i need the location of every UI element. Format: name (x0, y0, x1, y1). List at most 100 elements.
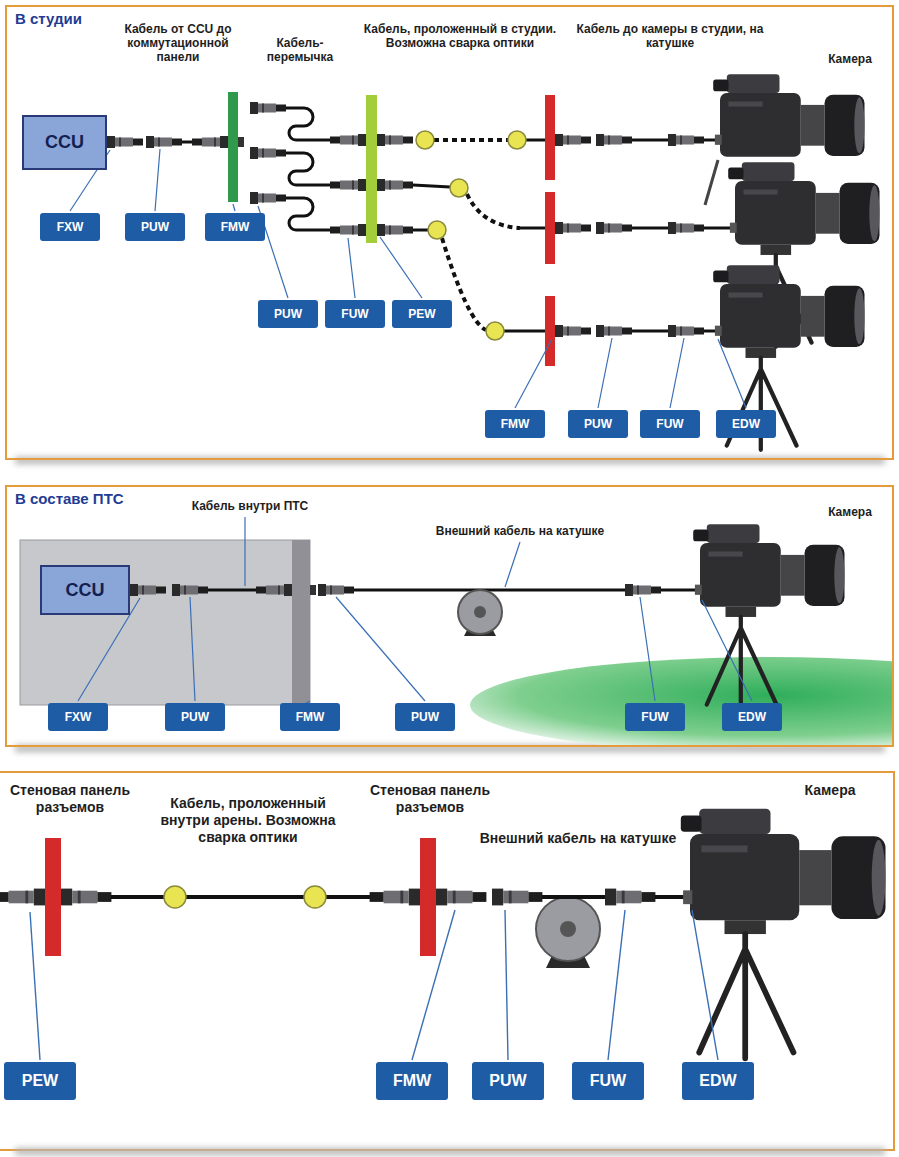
studio-cable (504, 330, 545, 333)
box-label: FMW (393, 1072, 431, 1090)
obvan-scene (310, 585, 316, 595)
box-label: PUW (489, 1072, 526, 1090)
caption-label: Кабель, проложенный внутри арены. Возмож… (148, 795, 348, 846)
obvan-scene (172, 584, 208, 596)
obvan-scene (20, 517, 899, 753)
box-label: FXW (57, 220, 84, 234)
arena-scene (0, 772, 894, 1155)
studio-scene (377, 134, 413, 146)
studio-scene (330, 134, 366, 146)
studio-scene (70, 74, 880, 449)
jumper-cables (286, 108, 332, 230)
box-label: FXW (65, 710, 92, 724)
studio-scene (250, 102, 286, 114)
camera-cable (704, 139, 716, 142)
connector-tag: FMW (376, 1062, 448, 1100)
box-label: FUW (590, 1072, 626, 1090)
connector-tag: FMW (485, 410, 545, 438)
leader-line (348, 238, 355, 298)
obvan-scene (208, 589, 262, 592)
leader-line (190, 597, 195, 701)
box-label: CCU (66, 580, 105, 601)
camera-cable (596, 222, 632, 234)
arena-scene (111, 895, 372, 899)
leader-line (670, 338, 684, 408)
arena-scene (492, 889, 542, 906)
connector-tag: EDW (722, 703, 782, 731)
box-label: PEW (22, 1072, 58, 1090)
cable-reel (474, 606, 486, 618)
connector-tag: PUW (568, 410, 628, 438)
box-label: PUW (274, 307, 302, 321)
jumper-cables (286, 108, 332, 140)
box-label: FMW (501, 417, 530, 431)
caption-label: Кабель до камеры в студии, на катушке (575, 22, 765, 50)
wall-panel (545, 95, 555, 366)
camera-cable (632, 330, 668, 333)
panel-title: В студии (15, 10, 82, 27)
connector-tag: PEW (392, 300, 452, 328)
box-label: PUW (584, 417, 612, 431)
arena-scene (699, 920, 793, 1058)
box-label: EDW (738, 710, 766, 724)
camera (728, 162, 879, 244)
obvan-scene (354, 589, 625, 592)
splice-point (416, 131, 434, 149)
arena-scene (61, 889, 111, 906)
splice-point (450, 179, 468, 197)
wall-panel (45, 838, 436, 956)
camera-cable (555, 325, 591, 337)
connector-tag: FUW (325, 300, 385, 328)
box-label: PEW (408, 307, 435, 321)
ccu-unit: CCU (22, 115, 107, 170)
box-label: EDW (699, 1072, 736, 1090)
arena-scene (0, 889, 45, 906)
dashed-cable (467, 194, 520, 228)
leader-line (505, 542, 520, 587)
studio-scene (377, 224, 413, 236)
obvan-scene (661, 589, 696, 592)
studio-cable (520, 227, 545, 230)
connector-tag: FXW (40, 213, 100, 241)
obvan-scene (20, 540, 310, 705)
caption-label: Камера (815, 505, 885, 519)
obvan-scene (693, 524, 844, 606)
leader-line (692, 910, 718, 1060)
caption-label: Камера (785, 782, 875, 799)
caption-label: Внешний кабель на катушке (420, 524, 620, 538)
caption-label: Стеновая панель разъемов (5, 782, 135, 816)
leader-line (78, 517, 752, 706)
jumper-cables (286, 198, 332, 230)
arena-scene (542, 895, 605, 899)
arena-scene (681, 809, 886, 921)
box-label: EDW (732, 417, 760, 431)
leader-line (640, 597, 655, 701)
studio-scene (238, 137, 244, 147)
panel-shadow (15, 457, 885, 752)
wall-panel (420, 838, 436, 956)
wall-panel (545, 95, 555, 180)
connector-tag: FUW (572, 1062, 644, 1100)
leader-line (70, 149, 746, 408)
camera (713, 74, 864, 156)
leader-line (155, 149, 160, 211)
caption-label: Кабель, проложенный в студии. Возможна с… (358, 22, 563, 50)
arena-scene (186, 895, 304, 899)
arena-scene (605, 889, 655, 906)
arena-scene (15, 1148, 885, 1155)
camera-cable (668, 134, 704, 146)
camera-cable (668, 222, 704, 234)
studio-scene (250, 147, 286, 159)
arena-scene (655, 895, 684, 899)
splice-point (428, 221, 446, 239)
camera-cable (704, 330, 716, 333)
arena-scene (370, 889, 420, 906)
camera (705, 160, 718, 205)
obvan-scene (256, 584, 292, 596)
leader-line (702, 600, 752, 701)
obvan-scene (707, 607, 777, 709)
leader-line (515, 339, 552, 408)
box-label: FUW (656, 417, 683, 431)
cable-reel (536, 897, 600, 968)
camera-cable (632, 139, 668, 142)
